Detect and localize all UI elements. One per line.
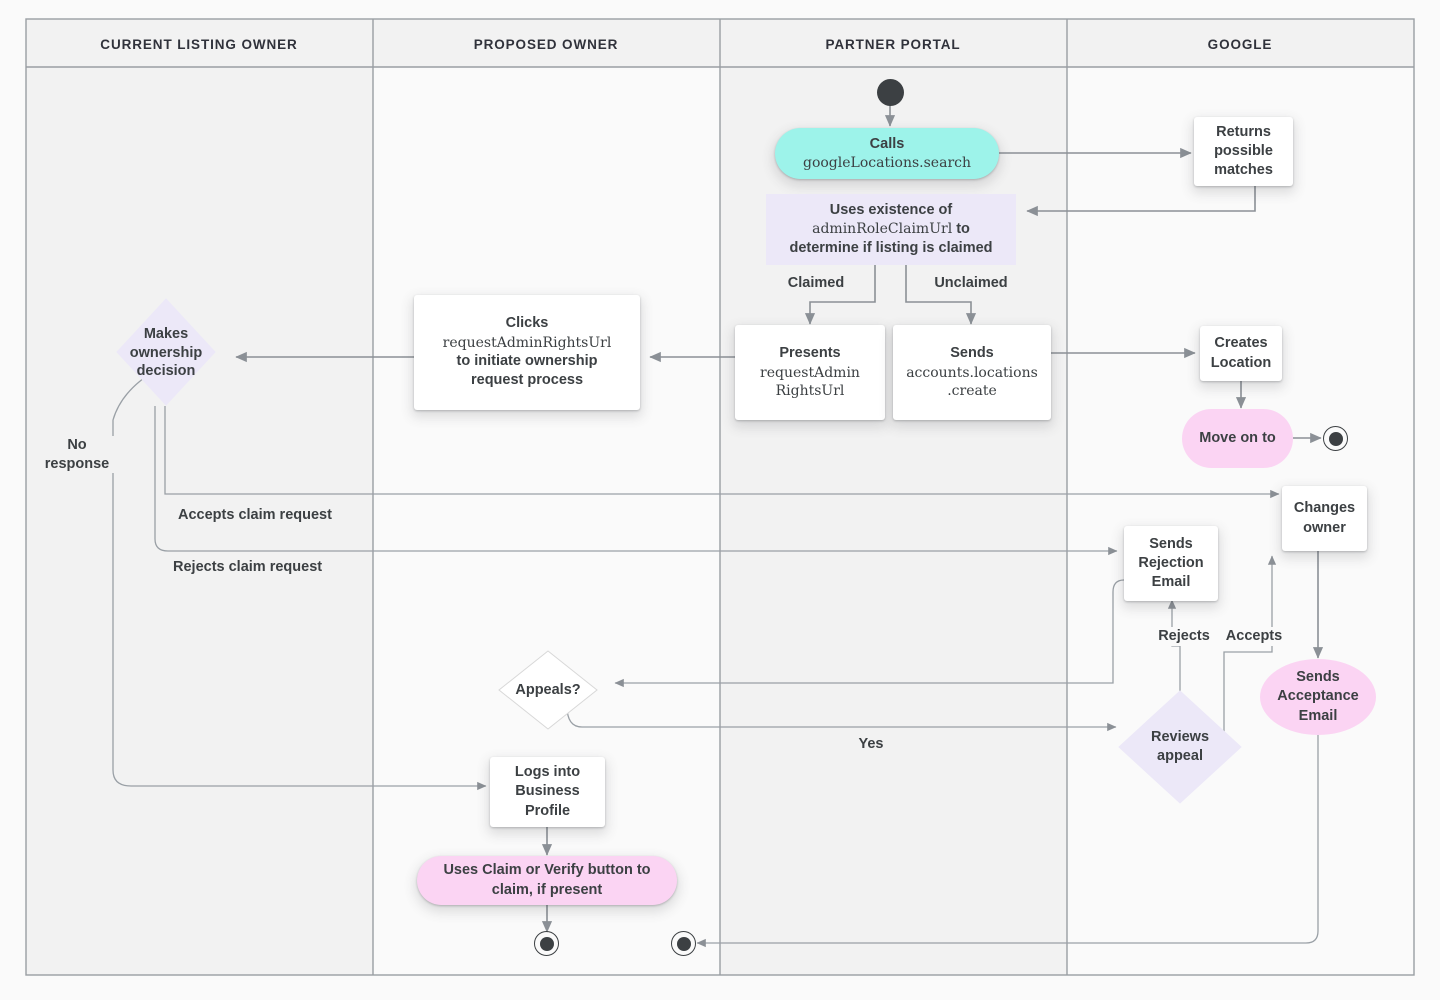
node-reviews-appeal[interactable]: [1116, 688, 1244, 806]
node-line-rights-url: RightsUrl: [775, 383, 845, 400]
lane-title-current-listing-owner: CURRENT LISTING OWNER: [100, 37, 297, 52]
node-logs-into-business-profile[interactable]: Logs into Business Profile: [490, 757, 605, 827]
node-sends-acceptance-email[interactable]: Sends Acceptance Email: [1260, 659, 1376, 735]
lane-grid: [25, 18, 1415, 976]
edge-label-accepts: Accepts: [1219, 627, 1289, 646]
node-uses-claim-or-verify-button[interactable]: Uses Claim or Verify button to claim, if…: [417, 856, 677, 905]
edge-label-rejects: Rejects: [1151, 627, 1217, 646]
node-calls-google-locations-search[interactable]: Calls googleLocations.search: [775, 128, 999, 179]
node-returns-possible-matches[interactable]: Returns possible matches: [1194, 117, 1293, 186]
end-node-google: [1323, 426, 1348, 451]
node-line-request-process: request process: [470, 372, 584, 389]
node-line-uses-existence-of: Uses existence of: [829, 201, 953, 218]
lane-title-proposed-owner: PROPOSED OWNER: [474, 37, 619, 52]
node-changes-owner[interactable]: Changes owner: [1282, 486, 1367, 551]
node-line-create: .create: [947, 383, 997, 400]
node-line-request-admin-rights-url: requestAdminRightsUrl: [442, 334, 612, 351]
node-line-google-locations-search: googleLocations.search: [802, 154, 971, 171]
node-line-presents: Presents: [779, 345, 841, 362]
edge-label-accepts-claim-request: Accepts claim request: [178, 506, 352, 525]
node-line-accounts-locations: accounts.locations: [906, 364, 1038, 381]
node-presents-request-admin-rights-url[interactable]: Presents requestAdmin RightsUrl: [735, 325, 885, 420]
node-line-determine-if-listing-is-claimed: determine if listing is claimed: [789, 240, 993, 257]
node-clicks-request-admin-rights-url[interactable]: Clicks requestAdminRightsUrl to initiate…: [414, 295, 640, 410]
edge-label-unclaimed: Unclaimed: [924, 274, 1018, 293]
edge-label-claimed: Claimed: [776, 274, 856, 293]
edge-label-no-response: No response: [34, 436, 120, 474]
node-line-sends: Sends: [950, 345, 994, 362]
node-sends-accounts-locations-create[interactable]: Sends accounts.locations .create: [893, 325, 1051, 420]
node-move-on-to[interactable]: Move on to: [1182, 409, 1293, 468]
node-line-request-admin: requestAdmin: [760, 364, 860, 381]
end-node-proposed-owner: [534, 931, 559, 956]
edge-label-yes: Yes: [850, 735, 892, 754]
edge-label-rejects-claim-request: Rejects claim request: [173, 558, 345, 577]
node-appeals[interactable]: [496, 649, 600, 731]
node-line-to-initiate-ownership: to initiate ownership: [456, 353, 598, 370]
node-line-clicks: Clicks: [505, 315, 549, 332]
connectors: [112, 104, 1324, 948]
lane-title-google: GOOGLE: [1208, 37, 1273, 52]
node-line-calls: Calls: [869, 135, 905, 152]
start-node-partner-portal: [877, 79, 904, 106]
node-sends-rejection-email[interactable]: Sends Rejection Email: [1124, 526, 1218, 601]
node-makes-ownership-decision[interactable]: [114, 296, 218, 408]
end-node-partner-portal: [671, 931, 696, 956]
lane-title-partner-portal: PARTNER PORTAL: [825, 37, 960, 52]
node-creates-location[interactable]: Creates Location: [1200, 326, 1282, 381]
lane-header-labels: CURRENT LISTING OWNER PROPOSED OWNER PAR…: [100, 37, 1273, 52]
